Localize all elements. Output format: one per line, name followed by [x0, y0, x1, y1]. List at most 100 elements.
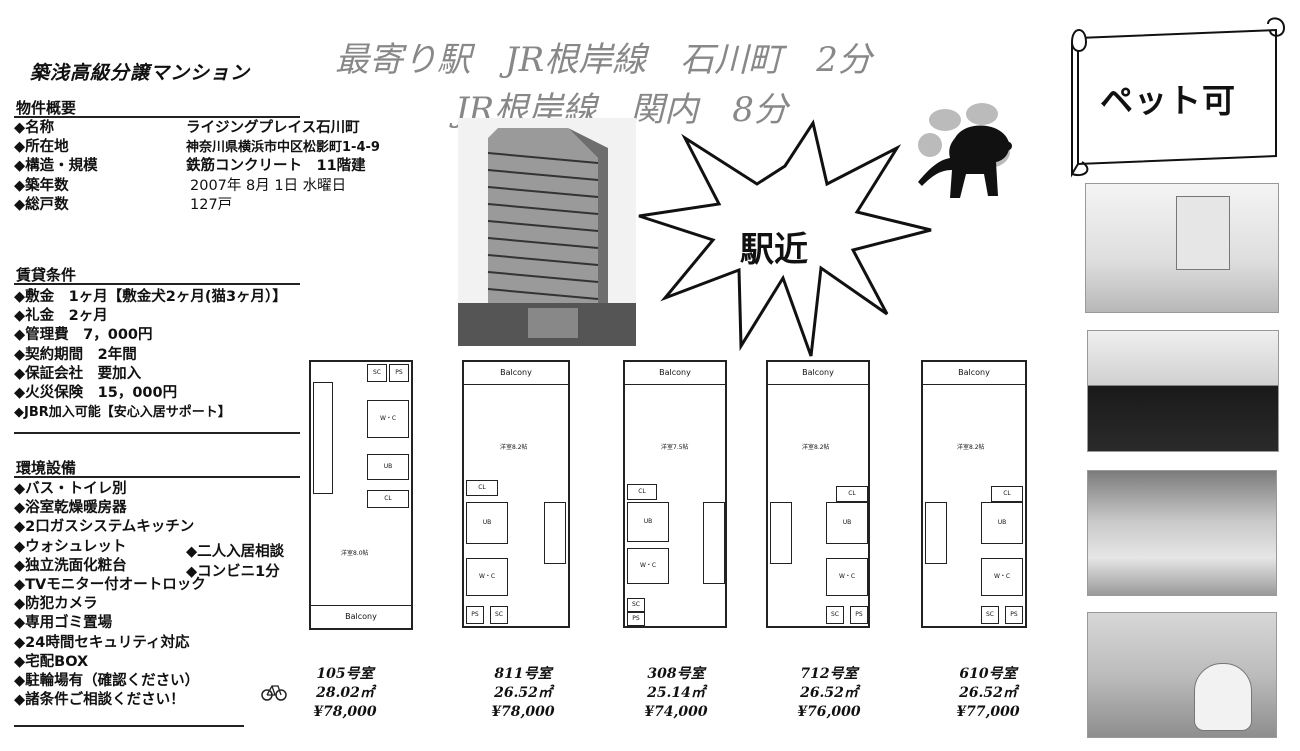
lease-underline — [14, 283, 300, 285]
station-starburst — [638, 119, 932, 357]
lease-bottom-line — [14, 432, 300, 434]
photo-kitchen — [1087, 330, 1279, 452]
station-badge: 駅近 — [740, 230, 808, 270]
plan-ps: PS — [627, 612, 645, 626]
plan-ps: PS — [850, 606, 868, 624]
facility-extra-convenience: ◆コンビニ1分 — [186, 564, 280, 580]
floorplan-712: Balcony 洋室8.2帖 CL UB W・C SC PS — [766, 360, 870, 628]
plan-room-label: 洋室7.5帖 — [661, 444, 689, 451]
unit-area: 26.52㎡ — [800, 685, 858, 701]
photo-room — [1085, 183, 1279, 313]
unit-rent: ¥74,000 — [644, 704, 708, 720]
lease-heading: 賃貸条件 — [16, 266, 77, 284]
plan-balcony: Balcony — [311, 605, 411, 628]
unit-area: 26.52㎡ — [959, 685, 1017, 701]
facility-row: ◆宅配BOX — [14, 653, 89, 670]
plan-cl: CL — [466, 480, 498, 496]
facilities-underline — [14, 476, 300, 478]
row-label: ◆総戸数 — [14, 196, 69, 213]
facility-row: ◆2口ガスシステムキッチン — [14, 519, 195, 536]
lease-row: ◆契約期間 2年間 — [14, 346, 137, 363]
row-value: 神奈川県横浜市中区松影町1-4-9 — [186, 140, 380, 156]
photo-bathroom — [1087, 470, 1277, 596]
pet-scroll — [1070, 17, 1286, 178]
plan-wc: W・C — [826, 558, 868, 596]
unit-rent: ¥77,000 — [956, 704, 1020, 720]
lease-row: ◆JBR加入可能【安心入居サポート】 — [14, 405, 231, 421]
unit-811: 811号室 26.52㎡ ¥78,000 — [478, 665, 568, 722]
plan-balcony: Balcony — [768, 362, 868, 385]
lease-row: ◆礼金 2ヶ月 — [14, 308, 108, 325]
row-value: 鉄筋コンクリート 11階建 — [186, 158, 366, 175]
photo-toilet-bowl — [1194, 663, 1252, 731]
unit-area: 25.14㎡ — [647, 685, 705, 701]
facility-row: ◆防犯カメラ — [14, 596, 98, 613]
floorplan-105: SC PS W・C UB CL 洋室8.0帖 Balcony — [309, 360, 413, 630]
unit-105: 105号室 28.02㎡ ¥78,000 — [300, 665, 390, 722]
facilities-bottom-line — [14, 725, 244, 727]
plan-ub: UB — [367, 454, 409, 480]
facility-row: ◆駐輪場有（確認ください） — [14, 672, 200, 689]
lease-row: ◆敷金 1ヶ月【敷金犬2ヶ月(猫3ヶ月）】 — [14, 289, 287, 305]
property-row-units: ◆総戸数 127戸 — [14, 196, 444, 215]
plan-balcony: Balcony — [464, 362, 568, 385]
unit-number: 105号室 — [316, 666, 374, 682]
unit-number: 610号室 — [959, 666, 1017, 682]
row-label: ◆築年数 — [14, 177, 69, 194]
property-row-built: ◆築年数 2007年 8月 1日 水曜日 — [14, 177, 444, 196]
property-row-address: ◆所在地 神奈川県横浜市中区松影町1-4-9 — [14, 138, 444, 157]
property-heading: 物件概要 — [16, 99, 77, 117]
plan-kitchen — [925, 502, 947, 564]
unit-area: 28.02㎡ — [316, 685, 374, 701]
plan-ps: PS — [389, 364, 409, 382]
plan-room-label: 洋室8.2帖 — [802, 444, 830, 451]
plan-sc: SC — [826, 606, 844, 624]
facility-row: ◆専用ゴミ置場 — [14, 615, 113, 632]
plan-ub: UB — [627, 502, 669, 542]
plan-sc: SC — [981, 606, 999, 624]
row-label: ◆所在地 — [14, 139, 69, 156]
plan-ps: PS — [466, 606, 484, 624]
unit-number: 308号室 — [647, 666, 705, 682]
facility-row: ◆TVモニター付オートロック — [14, 576, 206, 593]
facility-row: ◆独立洗面化粧台 — [14, 557, 127, 574]
floorplan-308: Balcony 洋室7.5帖 CL UB W・C SC PS — [623, 360, 727, 628]
row-value: 2007年 8月 1日 水曜日 — [190, 177, 347, 194]
unit-number: 811号室 — [494, 666, 552, 682]
plan-kitchen — [544, 502, 566, 564]
plan-room-label: 洋室8.2帖 — [500, 444, 528, 451]
page-title: 築浅高級分譲マンション — [30, 62, 251, 84]
unit-rent: ¥76,000 — [797, 704, 861, 720]
plan-kitchen — [703, 502, 725, 584]
photo-toilet — [1087, 612, 1277, 738]
plan-kitchen — [313, 382, 333, 494]
plan-balcony: Balcony — [923, 362, 1025, 385]
row-label: ◆構造・規模 — [14, 158, 98, 175]
row-label: ◆名称 — [14, 120, 55, 136]
floorplan-610: Balcony 洋室8.2帖 CL UB W・C SC PS — [921, 360, 1027, 628]
plan-cl: CL — [836, 486, 868, 502]
facility-row: ◆ウォシュレット — [14, 538, 127, 555]
row-value: ライジングプレイス石川町 — [186, 120, 360, 136]
bicycle-icon — [261, 685, 287, 701]
dog-icon — [918, 103, 1012, 198]
plan-ps: PS — [1005, 606, 1023, 624]
facility-row: ◆浴室乾燥暖房器 — [14, 500, 127, 517]
unit-712: 712号室 26.52㎡ ¥76,000 — [784, 665, 874, 722]
lease-row: ◆管理費 7，000円 — [14, 327, 153, 344]
facility-extra-roommates: ◆二人入居相談 — [186, 544, 285, 560]
plan-kitchen — [770, 502, 792, 564]
facility-row: ◆24時間セキュリティ対応 — [14, 634, 190, 651]
unit-rent: ¥78,000 — [491, 704, 555, 720]
plan-sc: SC — [367, 364, 387, 382]
plan-room-label: 洋室8.2帖 — [957, 444, 985, 451]
plan-wc: W・C — [981, 558, 1023, 596]
plan-room-label: 洋室8.0帖 — [341, 550, 369, 557]
facilities-list: ◆バス・トイレ別 ◆浴室乾燥暖房器 ◆2口ガスシステムキッチン ◆ウォシュレット… — [14, 480, 206, 710]
plan-balcony: Balcony — [625, 362, 725, 385]
unit-number: 712号室 — [800, 666, 858, 682]
unit-area: 26.52㎡ — [494, 685, 552, 701]
lease-row: ◆保証会社 要加入 — [14, 365, 142, 382]
plan-wc: W・C — [367, 400, 409, 438]
building-photo — [458, 118, 636, 346]
